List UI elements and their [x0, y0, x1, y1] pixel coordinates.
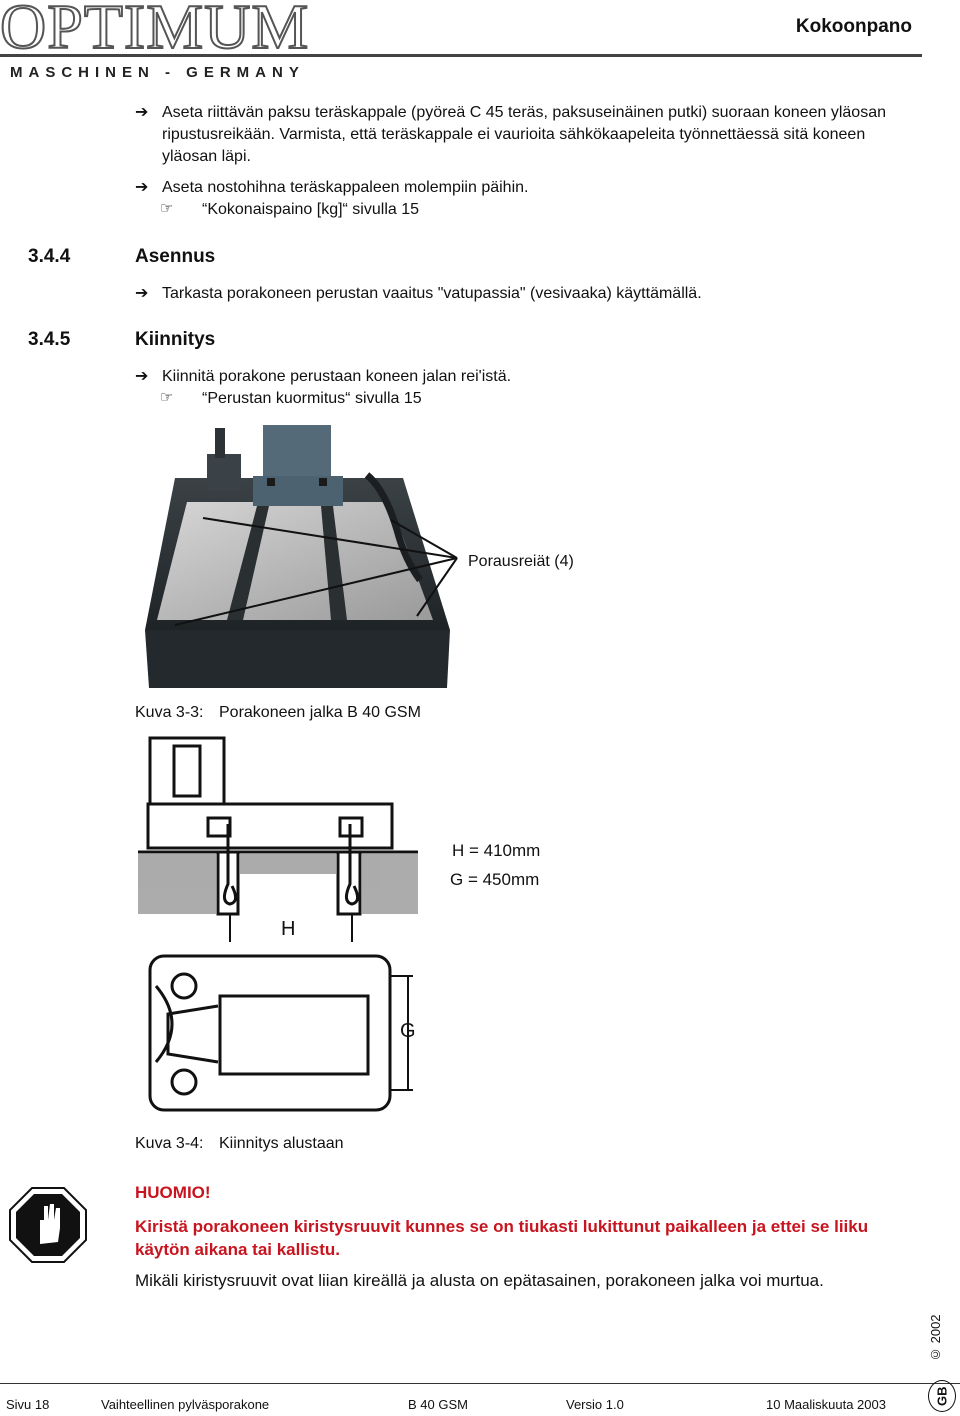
section-title: Kiinnitys — [135, 329, 216, 350]
dimension-h-label: H — [281, 918, 296, 940]
arrow-right-icon: ➔ — [135, 368, 149, 385]
figure-caption-text: Kiinnitys alustaan — [219, 1135, 344, 1152]
arrow-right-icon: ➔ — [135, 179, 149, 196]
intro-step-1: Aseta riittävän paksu teräskappale (pyör… — [162, 104, 886, 165]
footer-product: Vaihteellinen pylväsporakone — [101, 1397, 270, 1412]
arrow-right-icon: ➔ — [135, 285, 149, 302]
footer-page: Sivu 18 — [6, 1397, 50, 1412]
intro-step-2: Aseta nostohihna teräskappaleen molempii… — [162, 179, 529, 196]
copyright-notice: © 2002 — [928, 1314, 943, 1362]
dimension-h-value: H = 410mm — [452, 841, 541, 860]
section-title: Asennus — [135, 246, 216, 267]
section-number: 3.4.5 — [28, 329, 71, 350]
brand-logo: OPTIMUM — [0, 0, 310, 62]
section-header-title: Kokoonpano — [795, 16, 912, 37]
figure-caption-label: Kuva 3-4: — [135, 1135, 204, 1152]
footer-divider — [0, 1383, 960, 1384]
brand-tagline: MASCHINEN - GERMANY — [10, 64, 305, 81]
language-badge: GB — [928, 1380, 956, 1412]
pointing-hand-icon: ☞ — [160, 200, 174, 217]
footer-version: Versio 1.0 — [566, 1397, 624, 1412]
stop-hand-icon — [9, 1187, 87, 1263]
kiinnitys-step: Kiinnitä porakone perustaan koneen jalan… — [162, 368, 512, 385]
notice-warning: Kiristä porakoneen kiristysruuvit kunnes… — [135, 1217, 869, 1259]
intro-reference[interactable]: “Kokonaispaino [kg]“ sivulla 15 — [202, 201, 420, 218]
machine-base-photo — [145, 425, 458, 688]
drill-holes-callout: Porausreiät (4) — [468, 553, 574, 570]
dimension-g-label: G — [400, 1020, 416, 1042]
section-number: 3.4.4 — [28, 246, 71, 267]
footer-date: 10 Maaliskuuta 2003 — [766, 1397, 886, 1412]
header-divider — [0, 54, 922, 57]
arrow-right-icon: ➔ — [135, 104, 149, 121]
figure-caption-label: Kuva 3-3: — [135, 704, 204, 721]
figure-caption-text: Porakoneen jalka B 40 GSM — [219, 704, 421, 721]
dimension-g-value: G = 450mm — [450, 870, 540, 889]
asennus-step: Tarkasta porakoneen perustan vaaitus "va… — [162, 285, 702, 302]
mounting-drawing — [138, 736, 418, 1112]
notice-title: HUOMIO! — [135, 1183, 211, 1202]
pointing-hand-icon: ☞ — [160, 389, 174, 406]
footer-model: B 40 GSM — [408, 1397, 468, 1412]
kiinnitys-reference[interactable]: “Perustan kuormitus“ sivulla 15 — [202, 390, 422, 407]
notice-note: Mikäli kiristysruuvit ovat liian kireäll… — [135, 1271, 824, 1290]
